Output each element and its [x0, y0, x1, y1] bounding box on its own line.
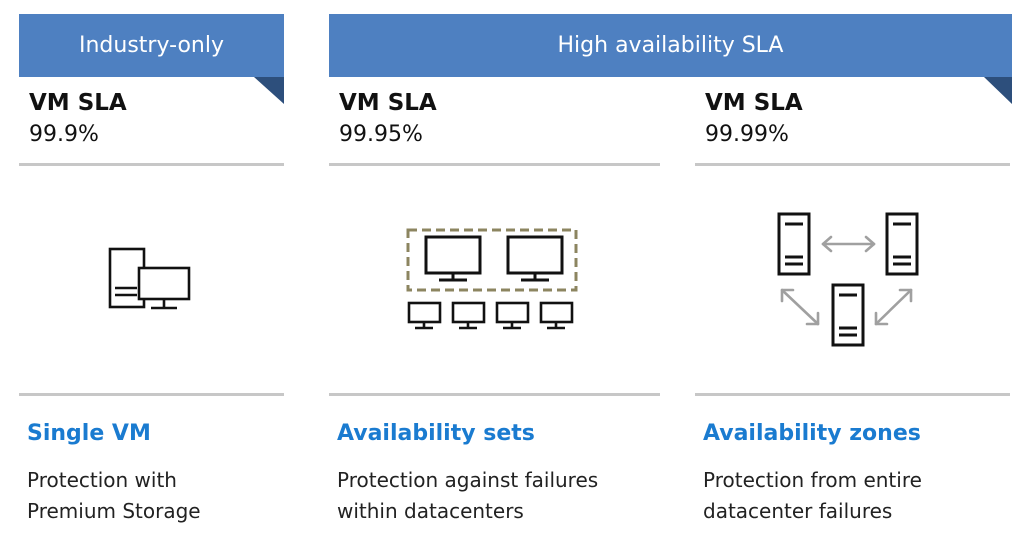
sla-value: 99.95%	[339, 122, 423, 147]
option-description: Protection with Premium Storage	[27, 465, 201, 527]
high-availability-banner: High availability SLA	[329, 14, 1012, 77]
sla-value: 99.99%	[705, 122, 789, 147]
sla-title: VM SLA	[705, 90, 803, 116]
bottom-divider	[329, 393, 660, 396]
industry-only-label: Industry-only	[79, 33, 224, 58]
bottom-divider	[19, 393, 284, 396]
availability-sets-icon	[406, 228, 578, 330]
option-title: Availability zones	[703, 421, 921, 446]
industry-only-banner: Industry-only	[19, 14, 284, 77]
top-divider	[329, 163, 660, 166]
description-line: Protection with	[27, 468, 177, 492]
description-line: datacenter failures	[703, 499, 893, 523]
description-line: within datacenters	[337, 499, 524, 523]
column-availability-sets: VM SLA 99.95% Availability sets	[329, 0, 660, 542]
high-availability-label: High availability SLA	[557, 33, 784, 58]
top-divider	[19, 163, 284, 166]
description-line: Premium Storage	[27, 499, 201, 523]
option-title: Availability sets	[337, 421, 535, 446]
sla-value: 99.9%	[29, 122, 99, 147]
column-single-vm: VM SLA 99.9% Single VM Protection with P…	[19, 0, 284, 542]
option-description: Protection against failures within datac…	[337, 465, 598, 527]
industry-banner-fold	[254, 77, 284, 104]
availability-zones-icon	[777, 212, 919, 347]
bottom-divider	[695, 393, 1010, 396]
option-description: Protection from entire datacenter failur…	[703, 465, 922, 527]
description-line: Protection against failures	[337, 468, 599, 492]
column-availability-zones: VM SLA 99.99% Ava	[695, 0, 1010, 542]
sla-title: VM SLA	[29, 90, 127, 116]
single-vm-icon	[108, 247, 191, 310]
ha-banner-fold	[984, 77, 1012, 104]
description-line: Protection from entire	[703, 468, 922, 492]
sla-title: VM SLA	[339, 90, 437, 116]
option-title: Single VM	[27, 421, 151, 446]
top-divider	[695, 163, 1010, 166]
